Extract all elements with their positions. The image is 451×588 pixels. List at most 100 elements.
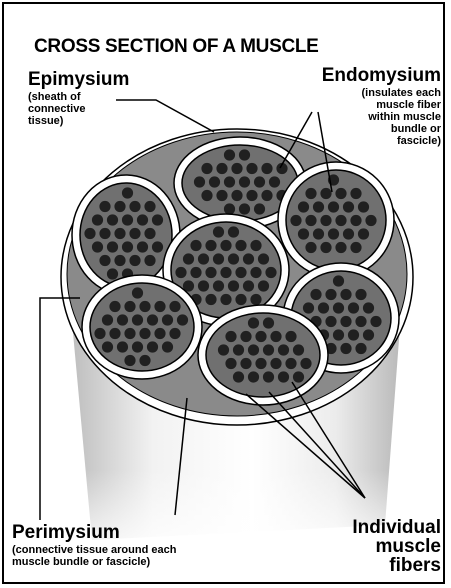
muscle-fiber: [313, 201, 324, 212]
muscle-fiber: [198, 280, 209, 291]
muscle-fiber: [278, 344, 289, 355]
muscle-fiber: [300, 358, 311, 369]
muscle-fiber: [298, 228, 309, 239]
muscle-fiber: [147, 341, 158, 352]
muscle-fiber: [139, 355, 150, 366]
muscle-fiber: [265, 267, 276, 278]
muscle-fiber: [343, 201, 354, 212]
muscle-fiber: [201, 190, 212, 201]
muscle-fiber: [350, 242, 361, 253]
muscle-fiber: [109, 328, 120, 339]
fibers-name-line: Individual: [352, 518, 441, 537]
muscle-fiber: [114, 255, 125, 266]
muscle-fiber: [205, 240, 216, 251]
muscle-fiber: [154, 301, 165, 312]
muscle-fiber: [239, 149, 250, 160]
muscle-fiber: [258, 280, 269, 291]
endomysium-desc-line: within muscle: [322, 111, 441, 123]
muscle-fiber: [228, 226, 239, 237]
muscle-fiber: [290, 215, 301, 226]
muscle-fiber: [209, 176, 220, 187]
muscle-fiber: [328, 201, 339, 212]
muscle-fiber: [190, 267, 201, 278]
muscle-fiber: [325, 289, 336, 300]
muscle-fiber: [92, 241, 103, 252]
muscle-fiber: [122, 214, 133, 225]
muscle-fiber: [355, 289, 366, 300]
muscle-fiber: [246, 163, 257, 174]
muscle-fiber: [224, 203, 235, 214]
muscle-fiber: [177, 314, 188, 325]
muscle-fiber: [248, 317, 259, 328]
muscle-fiber: [240, 331, 251, 342]
muscle-fiber: [285, 331, 296, 342]
muscle-fiber: [109, 301, 120, 312]
endomysium-name: Endomysium: [322, 66, 441, 85]
muscle-fiber: [243, 280, 254, 291]
muscle-fiber: [224, 149, 235, 160]
muscle-fiber: [154, 328, 165, 339]
muscle-fiber: [335, 188, 346, 199]
muscle-fiber: [162, 314, 173, 325]
endomysium-desc-line: fascicle): [322, 135, 441, 147]
fascicle-group: [72, 137, 399, 405]
muscle-fiber: [340, 289, 351, 300]
muscle-fiber: [220, 267, 231, 278]
muscle-fiber: [255, 331, 266, 342]
muscle-fiber: [129, 201, 140, 212]
perimysium-name: Perimysium: [12, 523, 176, 542]
muscle-fiber: [263, 344, 274, 355]
muscle-fiber: [228, 280, 239, 291]
epimysium-desc-line: connective: [28, 103, 129, 115]
muscle-fiber: [107, 214, 118, 225]
muscle-fiber: [122, 187, 133, 198]
muscle-fiber: [285, 358, 296, 369]
fascicle: [82, 275, 202, 379]
muscle-fiber: [343, 228, 354, 239]
muscle-fiber: [313, 228, 324, 239]
muscle-fiber: [310, 289, 321, 300]
muscle-fiber: [107, 241, 118, 252]
muscle-fiber: [139, 301, 150, 312]
epimysium-desc-line: (sheath of: [28, 91, 129, 103]
muscle-fiber: [84, 228, 95, 239]
muscle-fiber: [102, 341, 113, 352]
epimysium-label: Epimysium (sheath of connective tissue): [28, 70, 129, 127]
muscle-fiber: [129, 228, 140, 239]
fibers-label: Individual muscle fibers: [352, 518, 441, 575]
muscle-fiber: [147, 314, 158, 325]
muscle-fiber: [263, 371, 274, 382]
muscle-fiber: [152, 241, 163, 252]
endomysium-desc-line: (insulates each: [322, 87, 441, 99]
muscle-fiber: [218, 344, 229, 355]
muscle-fiber: [358, 228, 369, 239]
muscle-fiber: [132, 341, 143, 352]
muscle-fiber: [137, 241, 148, 252]
perimysium-desc-line: muscle bundle or fascicle): [12, 556, 176, 568]
muscle-fiber: [255, 358, 266, 369]
muscle-fiber: [152, 214, 163, 225]
endomysium-desc-line: bundle or: [322, 123, 441, 135]
muscle-fiber: [278, 371, 289, 382]
muscle-fiber: [239, 176, 250, 187]
muscle-fiber: [254, 176, 265, 187]
muscle-fiber: [201, 163, 212, 174]
muscle-fiber: [99, 255, 110, 266]
muscle-fiber: [258, 253, 269, 264]
muscle-fiber: [246, 190, 257, 201]
fibers-name-line: muscle: [352, 537, 441, 556]
muscle-fiber: [333, 329, 344, 340]
muscle-fiber: [350, 188, 361, 199]
muscle-fiber: [205, 267, 216, 278]
muscle-fiber: [225, 331, 236, 342]
muscle-fiber: [269, 176, 280, 187]
muscle-fiber: [328, 228, 339, 239]
endomysium-description: (insulates each muscle fiber within musc…: [322, 87, 441, 147]
muscle-fiber: [250, 294, 261, 305]
muscle-fiber: [122, 241, 133, 252]
muscle-fiber: [198, 253, 209, 264]
muscle-fiber: [243, 253, 254, 264]
muscle-fiber: [305, 188, 316, 199]
muscle-fiber: [235, 267, 246, 278]
muscle-fiber: [92, 214, 103, 225]
